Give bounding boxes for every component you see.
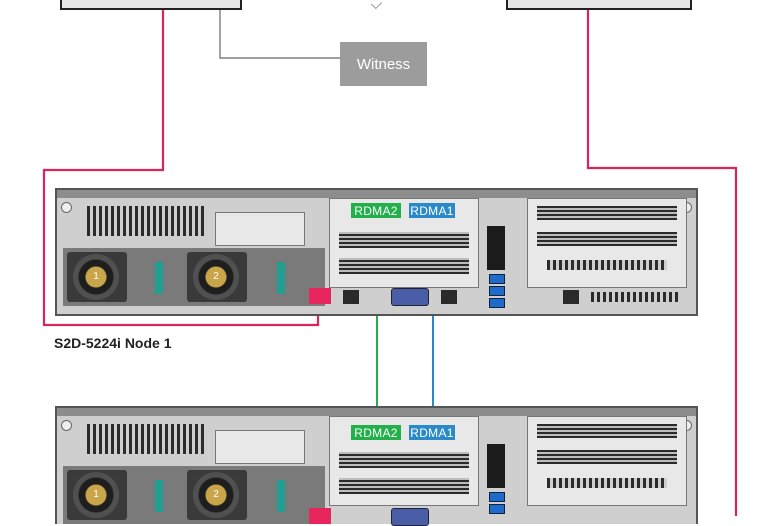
server-node-2: 1 2 RDMA2 RDMA1 xyxy=(55,406,698,526)
usb-port[interactable] xyxy=(489,274,505,284)
ethernet-port[interactable] xyxy=(343,290,359,304)
server-node-1: 1 2 RDMA2 RDMA1 xyxy=(55,188,698,316)
server-rail xyxy=(57,408,696,416)
server-rail xyxy=(57,190,696,198)
vent-grille xyxy=(547,478,667,488)
usb-port[interactable] xyxy=(489,298,505,308)
fan-icon: 1 xyxy=(73,472,119,518)
fan-icon: 2 xyxy=(193,472,239,518)
vga-port[interactable] xyxy=(391,508,429,526)
vent-grille xyxy=(547,260,667,270)
ethernet-port[interactable] xyxy=(441,290,457,304)
psu-bay: 1 2 xyxy=(63,466,325,524)
slot-grille xyxy=(537,424,677,438)
fan-icon: 2 xyxy=(193,254,239,300)
psu-handle[interactable] xyxy=(155,480,163,512)
witness-box: Witness xyxy=(340,42,427,86)
psu-handle[interactable] xyxy=(277,480,285,512)
uplink-port[interactable] xyxy=(309,288,331,304)
uplink-left xyxy=(42,10,320,327)
drive-bay xyxy=(215,212,305,246)
nic-rdma2: RDMA2 xyxy=(350,202,402,219)
uplink-port[interactable] xyxy=(309,508,331,524)
slot-grille xyxy=(339,452,469,468)
slot-grille xyxy=(537,206,677,220)
switch-right xyxy=(506,0,692,10)
psu-handle[interactable] xyxy=(155,262,163,294)
screw xyxy=(61,202,72,213)
black-module xyxy=(487,226,505,270)
slot-grille xyxy=(537,232,677,246)
usb-port[interactable] xyxy=(489,492,505,502)
nic-rdma1: RDMA1 xyxy=(408,202,456,219)
ethernet-port[interactable] xyxy=(563,290,579,304)
vent-grille xyxy=(87,424,205,454)
slot-grille xyxy=(339,258,469,274)
black-module xyxy=(487,444,505,488)
slot-grille xyxy=(537,450,677,464)
nic-rdma1: RDMA1 xyxy=(408,424,456,441)
screw xyxy=(61,420,72,431)
node-1-label: S2D-5224i Node 1 xyxy=(54,335,172,351)
switch-left xyxy=(60,0,242,10)
psu-2: 2 xyxy=(187,470,247,520)
uplink-right xyxy=(586,10,738,516)
slot-grille xyxy=(339,478,469,494)
vent-grille xyxy=(591,292,681,302)
psu-bay: 1 2 xyxy=(63,248,325,306)
usb-port[interactable] xyxy=(489,504,505,514)
psu-1: 1 xyxy=(67,470,127,520)
psu-2: 2 xyxy=(187,252,247,302)
witness-link xyxy=(219,10,340,59)
vga-port[interactable] xyxy=(391,288,429,306)
fan-icon: 1 xyxy=(73,254,119,300)
vent-grille xyxy=(87,206,205,236)
psu-handle[interactable] xyxy=(277,262,285,294)
witness-label: Witness xyxy=(356,55,411,73)
nic-rdma2: RDMA2 xyxy=(350,424,402,441)
psu-1: 1 xyxy=(67,252,127,302)
slot-grille xyxy=(339,232,469,248)
usb-port[interactable] xyxy=(489,286,505,296)
drive-bay xyxy=(215,430,305,464)
